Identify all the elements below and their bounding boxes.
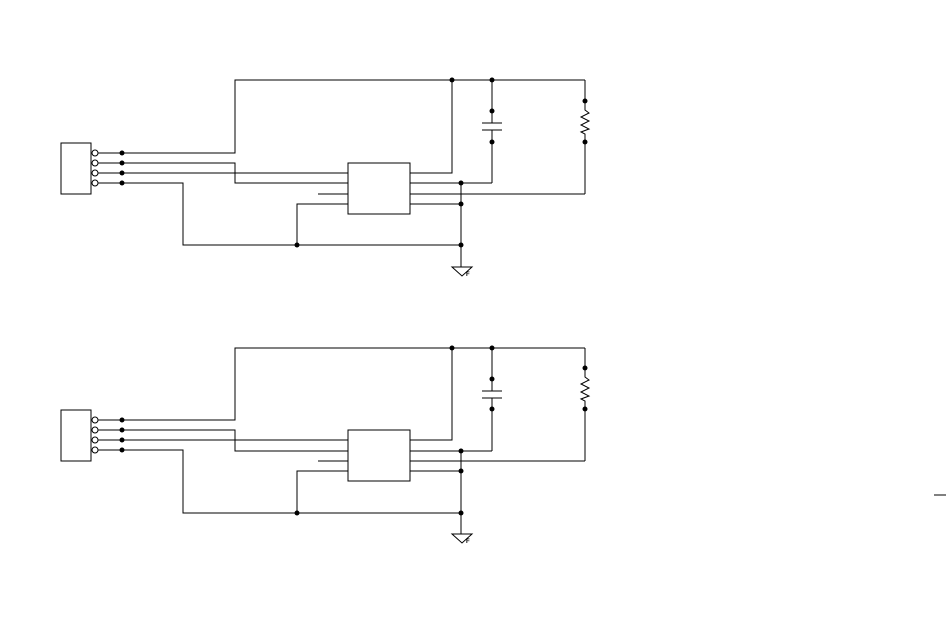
ground-label: F xyxy=(466,272,470,278)
capacitor-icon xyxy=(482,391,502,398)
connector-pin xyxy=(92,437,98,443)
connector-pin xyxy=(92,447,98,453)
ic-chip-icon xyxy=(348,430,410,481)
ic-chip-icon xyxy=(348,163,410,214)
connector-pin xyxy=(92,160,98,166)
ground-label: F xyxy=(466,539,470,545)
connector-pin xyxy=(92,150,98,156)
connector-icon xyxy=(61,410,91,461)
connector-pin xyxy=(92,180,98,186)
wires xyxy=(98,348,585,534)
ground-icon: F xyxy=(452,534,472,545)
connector-icon xyxy=(61,143,91,194)
ground-icon: F xyxy=(452,267,472,278)
wires xyxy=(98,80,585,267)
connector-pin xyxy=(92,427,98,433)
resistor-icon xyxy=(581,101,589,142)
connector-pin xyxy=(92,417,98,423)
schematic-upper: F xyxy=(61,78,589,279)
schematic-lower: F xyxy=(61,346,589,546)
resistor-icon xyxy=(581,368,589,409)
connector-pin xyxy=(92,170,98,176)
capacitor-icon xyxy=(482,123,502,130)
